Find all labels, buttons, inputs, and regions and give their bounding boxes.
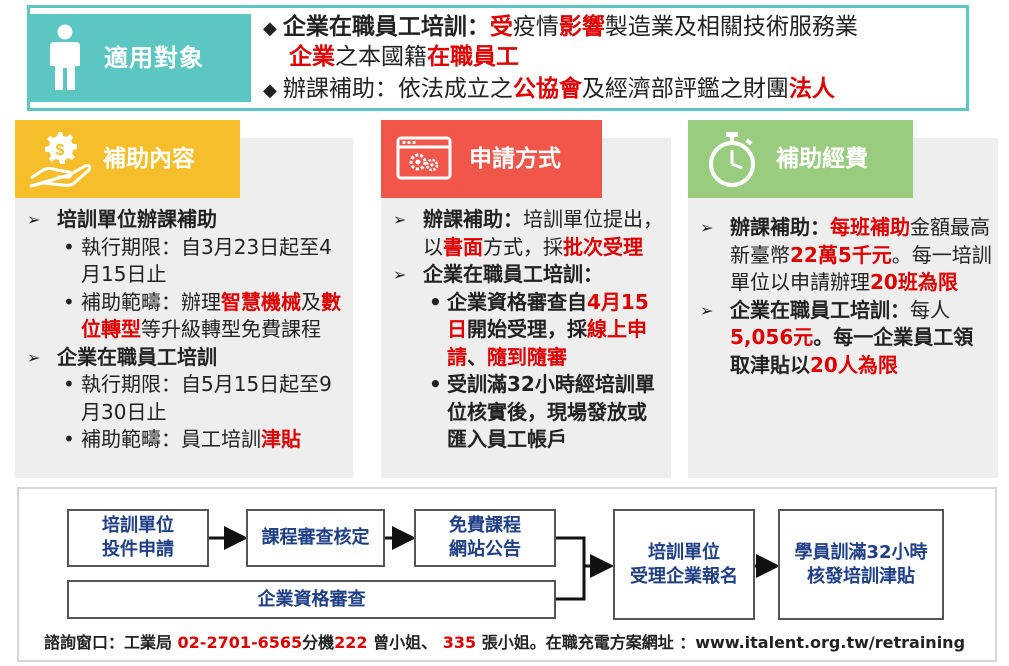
subsidy-funding-body: 辦課補助：每班補助金額最高新臺幣22萬5千元。每一培訓單位以申請辦理20班為限 … [696,214,992,379]
application-method-panel: 申請方式 辦課補助：培訓單位提出，以書面方式，採批次受理 企業在職員工培訓： 企… [381,120,671,478]
stopwatch-icon [709,132,755,187]
subsidy-funding-panel: 補助經費 辦課補助：每班補助金額最高新臺幣22萬5千元。每一培訓單位以申請辦理2… [688,120,998,478]
list-item: 受訓滿32小時經培訓單位核實後，現場發放或匯入員工帳戶 [389,371,665,454]
list-item: 辦課補助：培訓單位提出，以書面方式，採批次受理 [389,206,665,261]
subsidy-funding-title: 補助經費 [776,146,868,172]
application-method-header: 申請方式 [381,120,602,198]
target-line-course-subsidy: ◆辦課補助：依法成立之公協會及經濟部評鑑之財團法人 [263,76,835,102]
subsidy-content-body: 培訓單位辦課補助 執行期限：自3月23日起至4月15日止 補助範疇：辦理智慧機械… [23,206,347,454]
person-icon [50,24,80,90]
application-method-title: 申請方式 [469,146,561,172]
retraining-website-link[interactable]: 張小姐。在職充電方案網址 ：www.italent.org.tw/retrain… [476,633,966,652]
target-audience-panel: 適用對象 ◆企業在職員工培訓：受疫情影響製造業及相關技術服務業 企業之本國籍在職… [27,5,969,111]
target-line-enterprise-cont: 企業之本國籍在職員工 [289,44,519,70]
diamond-bullet-icon: ◆ [263,80,277,101]
flow-step-accept-registration: 培訓單位受理企業報名 [613,509,755,620]
flow-step-course-review: 課程審查核定 [246,509,385,567]
svg-text:$: $ [56,142,65,159]
subsidy-funding-header: 補助經費 [688,120,913,198]
browser-gears-icon [396,136,452,180]
list-item: 執行期限：自5月15日起至9月30日止 [23,371,347,426]
list-item: 執行期限：自3月23日起至4月15日止 [23,234,347,289]
list-item: 企業在職員工培訓：每人5,056元。每一企業員工領取津貼以20人為限 [696,297,992,380]
flow-step-qualification-review: 企業資格審查 [67,580,556,619]
list-item: 培訓單位辦課補助 [23,206,347,234]
application-method-body: 辦課補助：培訓單位提出，以書面方式，採批次受理 企業在職員工培訓： 企業資格審查… [389,206,665,454]
flow-step-issue-allowance: 學員訓滿32小時核發培訓津貼 [778,509,944,620]
list-item: 補助範疇：員工培訓津貼 [23,426,347,454]
money-hand-icon: $ [29,132,91,188]
list-item: 辦課補助：每班補助金額最高新臺幣22萬5千元。每一培訓單位以申請辦理20班為限 [696,214,992,297]
target-audience-badge: 適用對象 [30,14,251,102]
subsidy-content-title: 補助內容 [103,146,195,172]
list-item: 企業資格審查自4月15日開始受理，採線上申請、隨到隨審 [389,289,665,372]
list-item: 企業在職員工培訓 [23,344,347,372]
contact-footer: 諮詢窗口：工業局 02-2701-6565分機222 曾小姐、 335 張小姐。… [43,633,966,652]
flow-step-submit-application: 培訓單位投件申請 [67,509,209,567]
subsidy-content-panel: $ 補助內容 培訓單位辦課補助 執行期限：自3月23日起至4月15日止 補助範疇… [15,120,353,478]
target-audience-label: 適用對象 [104,44,204,72]
flow-step-website-announcement: 免費課程網站公告 [414,509,556,567]
diamond-bullet-icon: ◆ [263,18,277,39]
subsidy-content-header: $ 補助內容 [15,120,240,198]
target-line-enterprise: ◆企業在職員工培訓：受疫情影響製造業及相關技術服務業 [263,14,858,40]
list-item: 補助範疇：辦理智慧機械及數位轉型等升級轉型免費課程 [23,289,347,344]
list-item: 企業在職員工培訓： [389,261,665,289]
